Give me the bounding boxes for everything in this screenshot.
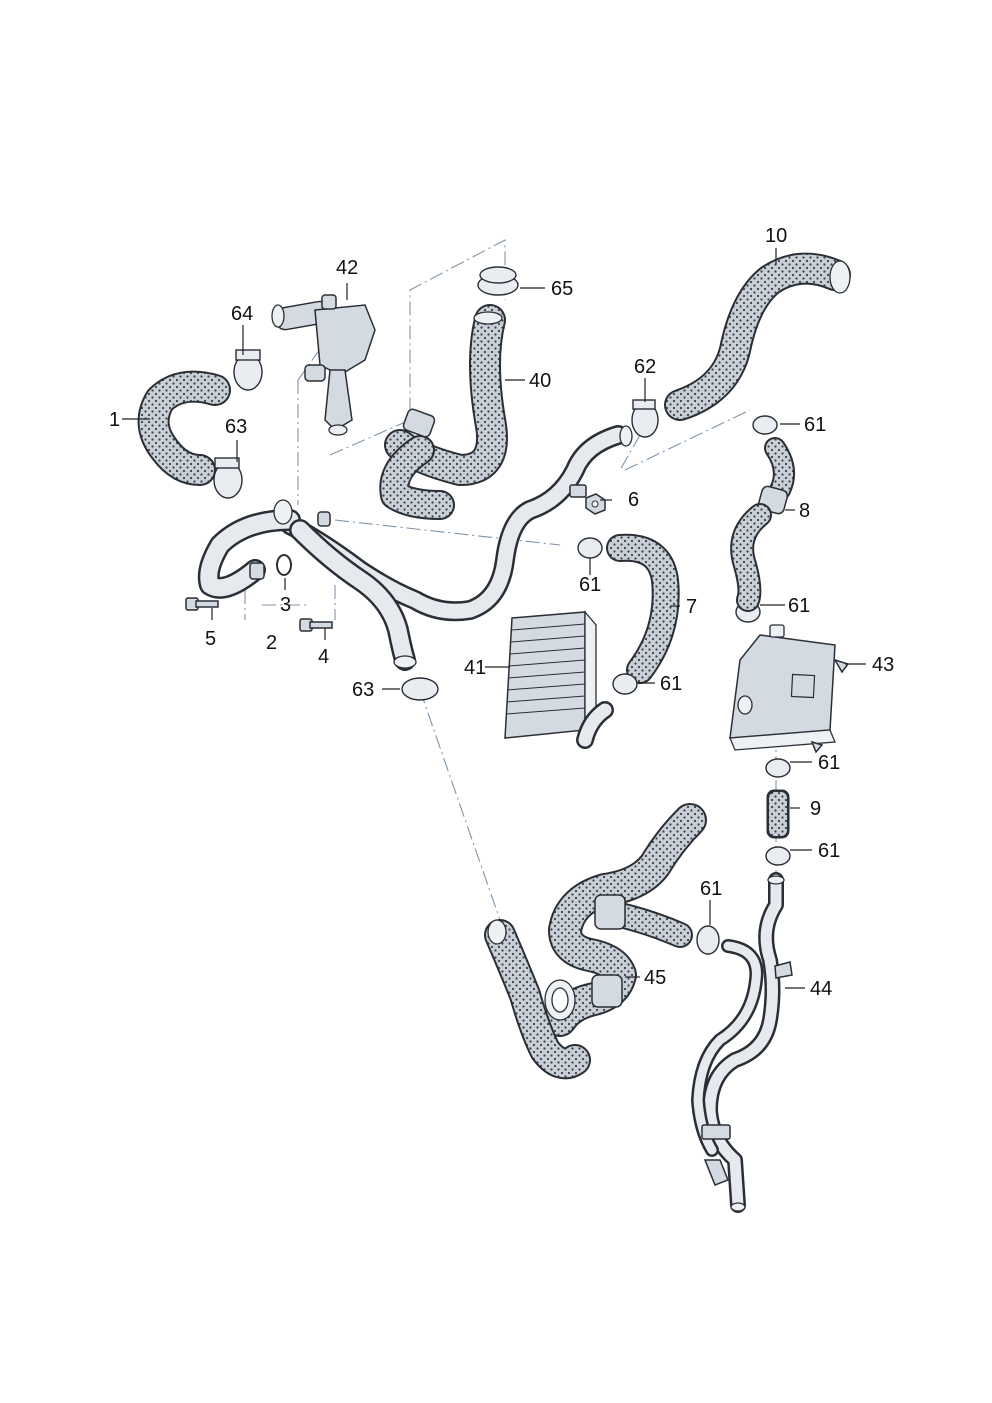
label-part-7: 7	[686, 596, 697, 618]
label-part-63-lower: 63	[352, 679, 374, 701]
clamp-part-63-upper	[213, 457, 243, 499]
label-part-63-upper: 63	[225, 416, 247, 438]
label-part-45: 45	[644, 967, 666, 989]
hose-part-10	[664, 252, 851, 421]
part-labels: 1 42 64 63 65 40 10 62 61 8 6 61 7 61 61…	[109, 225, 894, 1000]
oil-cooler-part-41	[504, 610, 614, 749]
o-ring-part-3	[276, 554, 292, 576]
label-part-9: 9	[810, 798, 821, 820]
label-part-40: 40	[529, 370, 551, 392]
label-part-5: 5	[205, 628, 216, 650]
hose-part-7	[606, 533, 680, 684]
nut-part-6	[585, 493, 606, 515]
label-part-61-d: 61	[788, 595, 810, 617]
label-part-64: 64	[231, 303, 253, 325]
label-part-6: 6	[628, 489, 639, 511]
valve-part-42	[271, 294, 376, 436]
label-part-61-b: 61	[660, 673, 682, 695]
clamp-part-63-lower	[401, 677, 439, 701]
clamp-part-61-b	[612, 673, 638, 695]
clamp-part-62	[631, 399, 659, 438]
label-part-61-g: 61	[700, 878, 722, 900]
label-part-3: 3	[280, 594, 291, 616]
clamp-part-61-a	[577, 537, 603, 559]
label-part-10: 10	[765, 225, 787, 247]
bolt-part-4	[299, 618, 333, 632]
clamp-part-64	[233, 349, 263, 391]
clamp-part-61-g	[696, 925, 720, 955]
label-part-42: 42	[336, 257, 358, 279]
pipe-part-44	[691, 872, 793, 1213]
clamp-part-61-f	[765, 846, 791, 866]
leader-lines	[122, 248, 866, 989]
clamp-part-65	[477, 266, 519, 296]
hose-part-1	[137, 370, 231, 486]
oil-cooler-part-43	[729, 624, 850, 754]
clamp-part-61-e	[765, 758, 791, 778]
hose-part-9	[766, 789, 790, 839]
label-part-61-c: 61	[804, 414, 826, 436]
pipe-assembly-part-2	[197, 425, 633, 671]
bolt-part-5	[185, 597, 219, 611]
label-part-4: 4	[318, 646, 329, 668]
label-part-61-e: 61	[818, 752, 840, 774]
label-part-1: 1	[109, 409, 120, 431]
label-part-61-f: 61	[818, 840, 840, 862]
hose-part-8	[730, 437, 795, 612]
label-part-62: 62	[634, 356, 656, 378]
label-part-8: 8	[799, 500, 810, 522]
label-part-61-a: 61	[579, 574, 601, 596]
clamp-part-61-c	[752, 415, 778, 435]
hose-part-40	[379, 304, 508, 520]
label-part-2: 2	[266, 632, 277, 654]
label-part-65: 65	[551, 278, 573, 300]
label-part-44: 44	[810, 978, 832, 1000]
label-part-43: 43	[872, 654, 894, 676]
hose-part-45	[484, 803, 707, 1080]
label-part-41: 41	[464, 657, 486, 679]
